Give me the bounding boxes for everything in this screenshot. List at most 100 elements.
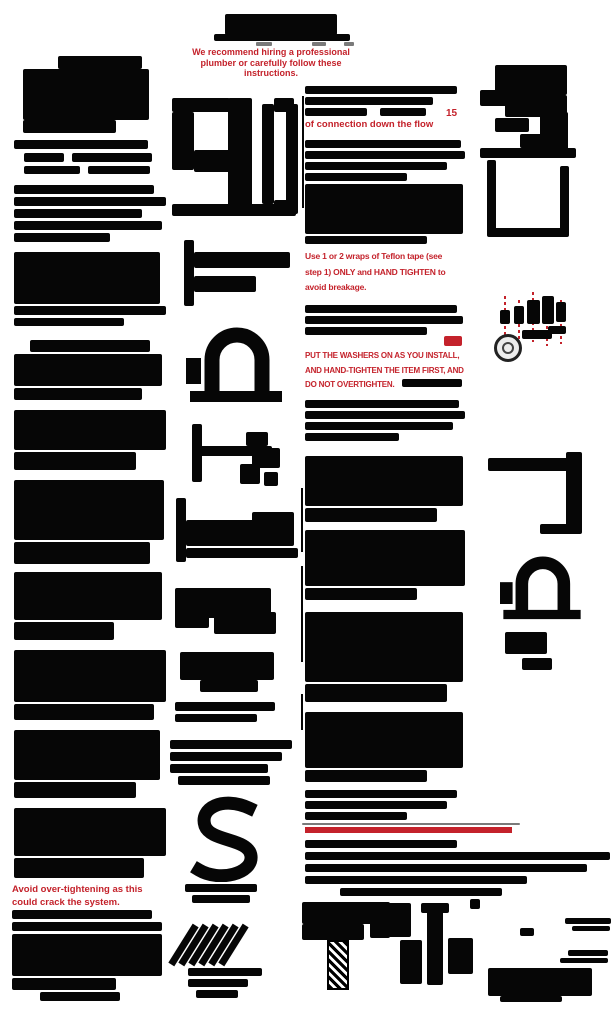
text-blob	[14, 622, 114, 640]
large-step-figure	[172, 98, 230, 112]
text-blob	[14, 354, 162, 386]
overtighten-warning: Avoid over-tightening as this could crac…	[12, 883, 143, 909]
text-blob	[12, 934, 162, 976]
valve-bracket-figure	[246, 432, 268, 446]
pipe-tee-figure	[194, 276, 256, 292]
parts-row-figure	[302, 924, 364, 940]
text-line	[305, 852, 610, 860]
text-line	[305, 108, 367, 116]
text-line	[305, 790, 457, 798]
alignment-dash-line	[560, 300, 562, 344]
text-line	[175, 702, 275, 711]
washer-install-note: PUT THE WASHERS ON AS YOU INSTALL, AND H…	[305, 349, 464, 393]
footer-text-line	[560, 958, 608, 963]
figure-blob	[522, 658, 552, 670]
supply-line-figure	[176, 498, 186, 562]
parts-row-figure	[520, 928, 534, 936]
text-blob	[305, 770, 427, 782]
parts-row-figure	[470, 899, 480, 909]
text-line	[170, 764, 268, 773]
text-blob	[14, 650, 166, 702]
teflon-line: avoid breakage.	[305, 282, 367, 292]
column-rule	[302, 96, 304, 208]
hose-s-curve-figure	[190, 796, 258, 882]
large-step-figure	[228, 98, 252, 216]
faucet-arch-figure-right	[500, 556, 581, 620]
sprayer-part	[522, 330, 552, 339]
sprayer-part	[500, 310, 510, 324]
text-line	[305, 151, 465, 159]
text-line	[14, 209, 142, 218]
text-line	[72, 153, 152, 162]
text-line	[40, 992, 120, 1001]
figure-blob	[505, 632, 547, 654]
text-line	[305, 305, 457, 313]
sink-fitting-figure	[495, 118, 529, 132]
title-accent-mark	[312, 42, 326, 46]
sink-fitting-figure	[480, 148, 576, 158]
title-accent-mark	[256, 42, 272, 46]
footer-text-line	[568, 950, 608, 956]
text-line	[14, 197, 166, 206]
parts-row-figure	[377, 903, 411, 937]
footer-text-line	[565, 918, 611, 924]
text-blob	[14, 730, 160, 780]
text-blob	[30, 340, 150, 352]
text-blob	[12, 978, 116, 990]
subtitle-line: plumber or carefully follow these	[200, 57, 342, 68]
large-step-figure	[286, 104, 298, 214]
text-line	[14, 221, 162, 230]
sprayer-part	[527, 300, 540, 324]
parts-row-figure	[400, 940, 422, 984]
title-accent-mark	[344, 42, 354, 46]
text-blob	[305, 612, 463, 682]
text-line	[305, 327, 427, 335]
washer-line: DO NOT OVERTIGHTEN.	[305, 380, 395, 389]
supply-line-figure	[252, 512, 294, 546]
figure-blob	[214, 612, 276, 634]
text-line	[305, 422, 453, 430]
text-line	[305, 173, 407, 181]
text-line	[305, 316, 463, 324]
text-line	[192, 895, 250, 903]
text-line	[175, 714, 257, 722]
red-divider-bar	[305, 827, 512, 833]
text-line	[305, 812, 407, 820]
text-blob	[14, 252, 160, 304]
text-line	[196, 990, 238, 998]
text-line	[305, 840, 457, 848]
text-line	[24, 153, 64, 162]
sprayer-part	[556, 302, 566, 322]
parts-row-figure	[448, 938, 473, 974]
column-rule	[301, 694, 303, 730]
text-blob	[23, 120, 116, 133]
sink-fitting-figure	[560, 166, 569, 232]
text-line	[305, 162, 447, 170]
valve-bracket-figure	[264, 472, 278, 486]
threaded-pipe-figure	[327, 940, 349, 990]
large-step-figure	[172, 204, 296, 216]
text-blob	[305, 508, 437, 522]
text-line	[305, 411, 465, 419]
teflon-tape-note: Use 1 or 2 wraps of Teflon tape (see ste…	[305, 249, 446, 296]
subtitle-note: We recommend hiring a professional plumb…	[183, 47, 359, 79]
text-line	[380, 108, 426, 116]
sprayer-part	[548, 326, 566, 334]
supply-line-figure	[186, 548, 298, 558]
warning-line: could crack the system.	[12, 897, 120, 908]
sprayer-part	[514, 306, 524, 324]
text-line	[305, 86, 457, 94]
pipe-tee-figure	[194, 252, 290, 268]
text-line	[305, 400, 459, 408]
text-blob	[14, 542, 150, 564]
sink-fitting-figure	[520, 134, 566, 148]
text-blob	[305, 712, 463, 768]
text-blob	[14, 704, 154, 720]
text-blob	[23, 69, 149, 120]
step-number: 15	[446, 108, 458, 119]
washer-inner-ring	[502, 342, 514, 354]
column-rule	[301, 488, 303, 552]
text-line	[305, 876, 527, 884]
text-blob	[14, 808, 166, 856]
text-line	[14, 140, 148, 149]
